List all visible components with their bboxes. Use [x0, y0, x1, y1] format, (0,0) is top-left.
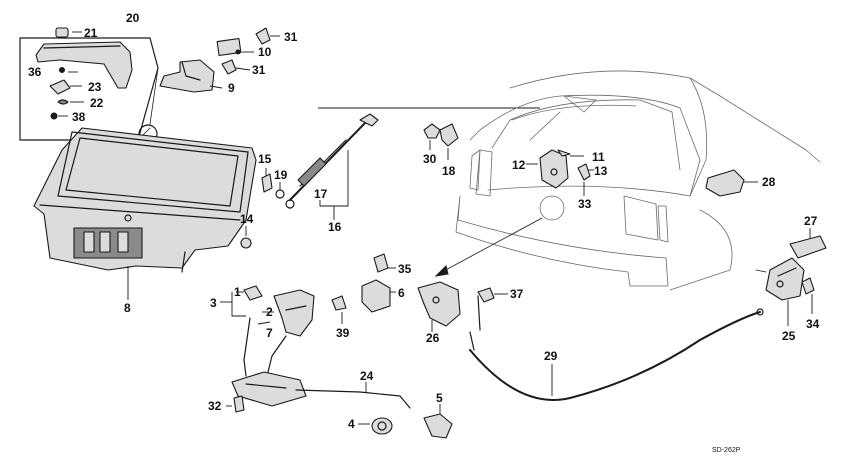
- tailgate-panel: [33, 127, 257, 300]
- callout-9: 9: [228, 81, 235, 95]
- callout-17: 17: [314, 187, 328, 201]
- release-lever: [755, 228, 827, 326]
- callout-26: 26: [426, 331, 440, 345]
- callout-39: 39: [336, 326, 350, 340]
- callout-31-upper: 31: [284, 30, 298, 44]
- callout-34: 34: [806, 317, 820, 331]
- hinge-assembly: [159, 27, 280, 93]
- callout-11: 11: [592, 150, 605, 164]
- callout-35: 35: [398, 262, 412, 276]
- body-latch: [423, 123, 594, 196]
- callout-38: 38: [72, 110, 86, 124]
- callout-4: 4: [348, 417, 355, 431]
- callout-33: 33: [578, 197, 592, 211]
- callout-28: 28: [762, 175, 776, 189]
- callout-18: 18: [442, 164, 456, 178]
- callout-30: 30: [423, 152, 437, 166]
- callout-12: 12: [512, 158, 526, 172]
- callout-8: 8: [124, 301, 131, 315]
- callout-21: 21: [84, 26, 98, 40]
- callout-15: 15: [258, 152, 272, 166]
- document-code: SD-262P: [712, 447, 741, 454]
- lock-mechanism: [220, 285, 453, 439]
- callout-labels: 20 21 36 23 22 38 31 10 31 9 15 19 17 16…: [28, 11, 820, 454]
- release-cable: [469, 295, 764, 401]
- callout-31-lower: 31: [252, 63, 266, 77]
- callout-37: 37: [510, 287, 524, 301]
- callout-29: 29: [544, 349, 558, 363]
- callout-2: 2: [266, 305, 273, 319]
- callout-36: 36: [28, 65, 42, 79]
- spoiler-inset: [19, 27, 159, 141]
- callout-27: 27: [804, 214, 818, 228]
- callout-6: 6: [398, 286, 405, 300]
- gas-strut: [285, 107, 540, 220]
- callout-20: 20: [126, 11, 140, 25]
- callout-25: 25: [782, 329, 796, 343]
- callout-32: 32: [208, 399, 222, 413]
- callout-7: 7: [266, 326, 273, 340]
- vehicle-rear-outline: [455, 70, 821, 291]
- callout-14: 14: [240, 212, 254, 226]
- callout-5: 5: [436, 391, 443, 405]
- callout-16: 16: [328, 220, 342, 234]
- callout-1: 1: [234, 285, 241, 299]
- callout-24: 24: [360, 369, 374, 383]
- callout-22: 22: [90, 96, 104, 110]
- callout-10: 10: [258, 45, 272, 59]
- callout-13: 13: [594, 164, 608, 178]
- striker-assembly: [361, 253, 508, 332]
- callout-3: 3: [210, 296, 217, 310]
- callout-19: 19: [274, 168, 288, 182]
- callout-23: 23: [88, 80, 102, 94]
